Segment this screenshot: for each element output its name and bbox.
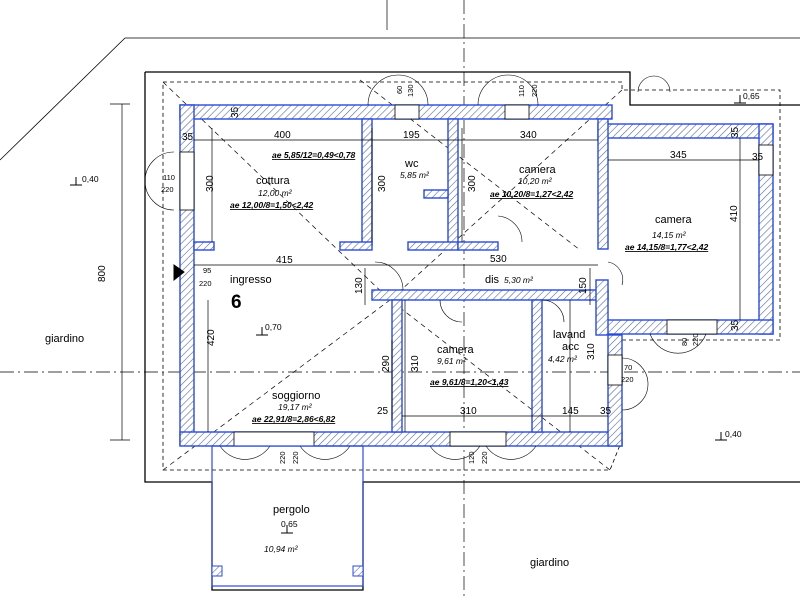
room-camera1-area: 10,20 m² [518, 176, 553, 186]
room-pergolo-area: 10,94 m² [264, 544, 299, 554]
wall-annex-north [597, 123, 774, 139]
dim-300-c: 300 [467, 175, 478, 192]
dim-310-c: 310 [460, 406, 477, 417]
opening-220-c: 220 [530, 84, 539, 97]
wall-wc-south [407, 241, 459, 251]
room-camera1-name: camera [519, 164, 557, 176]
level-ne: 0,65 [743, 91, 760, 101]
wall-camera-south [457, 241, 499, 251]
dim-35-e: 35 [730, 319, 741, 331]
room-soggiorno-area: 19,17 m² [278, 402, 313, 412]
level-se: 0,40 [725, 429, 742, 439]
level-nw: 0,40 [82, 174, 99, 184]
dim-530: 530 [490, 254, 507, 265]
dim-145: 145 [562, 406, 579, 417]
room-soggiorno-ae: ae 22,91/8=2,86<6,82 [252, 414, 335, 424]
dim-150: 150 [578, 277, 589, 294]
room-soggiorno-name: soggiorno [272, 390, 320, 402]
room-lavand-name2: acc [562, 341, 580, 353]
room-dis-name: dis [485, 274, 500, 286]
room-camera2-name: camera [655, 214, 693, 226]
opening-220-a: 220 [161, 185, 174, 194]
room-wc-area: 5,85 m² [400, 170, 430, 180]
level-ingresso: 0,70 [265, 322, 282, 332]
opening-220-f: 220 [278, 451, 287, 464]
opening-110: 110 [163, 173, 175, 182]
opening-80: 80 [680, 338, 689, 346]
opening-110-b: 110 [517, 85, 526, 97]
dim-35-b: 35 [230, 106, 241, 118]
room-pergolo-name: pergolo [273, 504, 310, 516]
opening-220-d: 220 [691, 333, 700, 346]
dim-340: 340 [520, 130, 537, 141]
opening-220-e: 220 [621, 375, 634, 384]
dim-35-d: 35 [730, 126, 741, 138]
wall-cottura-wc [361, 118, 373, 246]
dim-345: 345 [670, 150, 687, 161]
room-camera3-name: camera [437, 344, 475, 356]
dim-400: 400 [274, 130, 291, 141]
dimension-lines [110, 103, 759, 441]
opening-60: 60 [395, 86, 404, 94]
dim-25: 25 [377, 406, 389, 417]
room-dis-area: 5,30 m² [504, 275, 534, 285]
room-cottura-area: 12,00 m² [258, 188, 293, 198]
wall-camera3-east [531, 299, 543, 433]
room-wc-name: wc [404, 158, 419, 170]
room-cottura-ae: ae 12,00/8=1,50<2,42 [230, 200, 313, 210]
dim-35-f: 35 [600, 406, 612, 417]
dim-410: 410 [729, 205, 740, 222]
dim-310-a: 310 [410, 355, 421, 372]
wall-annex-west [597, 118, 609, 250]
wall-soggiorno-east [391, 299, 403, 433]
wall-cottura-south [193, 241, 215, 251]
windows [179, 104, 774, 447]
opening-220-g: 220 [291, 451, 300, 464]
room-cottura-ae-top: ae 5,85/12=0,49<0,78 [272, 150, 355, 160]
dim-130: 130 [354, 277, 365, 294]
room-camera2-area: 14,15 m² [652, 230, 687, 240]
opening-220-h: 220 [480, 451, 489, 464]
site-boundary [0, 37, 800, 161]
room-lavand-name: lavand [553, 329, 585, 341]
room-camera3-area: 9,61 m² [437, 356, 467, 366]
dim-415: 415 [276, 255, 293, 266]
dim-35-a: 35 [182, 132, 194, 143]
opening-95: 95 [203, 266, 211, 275]
garden-left: giardino [45, 333, 84, 345]
wall-lavand-east [595, 279, 609, 336]
wall-east-lower [607, 334, 623, 447]
room-lavand-area: 4,42 m² [548, 354, 578, 364]
garden-bottom: giardino [530, 557, 569, 569]
dim-310-b: 310 [586, 343, 597, 360]
wall-wc-shaft [423, 189, 449, 199]
pergolo-frame [211, 445, 364, 587]
outer-boundary-top [145, 71, 800, 106]
dim-300-a: 300 [205, 175, 216, 192]
dashed-perimeter [162, 81, 781, 471]
opening-220-b: 220 [199, 279, 212, 288]
room-ingresso-name: ingresso [230, 274, 272, 286]
dim-290: 290 [381, 355, 392, 372]
opening-70: 70 [624, 363, 632, 372]
room-pergolo-level: 0,65 [281, 519, 298, 529]
room-camera2-ae: ae 14,15/8=1,77<2,42 [625, 242, 708, 252]
room-ingresso-number: 6 [231, 292, 242, 313]
dim-35-c: 35 [752, 152, 764, 163]
room-cottura-name: cottura [256, 175, 291, 187]
dim-300-b: 300 [377, 175, 388, 192]
room-camera1-ae: ae 10,20/8=1,27<2,42 [490, 189, 573, 199]
level-marks [70, 95, 746, 534]
dim-420: 420 [206, 329, 217, 346]
opening-120: 120 [467, 451, 476, 464]
wall-corridor-south [371, 289, 609, 301]
opening-130: 130 [406, 84, 415, 97]
dim-800: 800 [97, 265, 108, 282]
wall-cottura-south-2 [339, 241, 373, 251]
dim-195: 195 [403, 130, 420, 141]
room-camera3-ae: ae 9,61/8=1,20<1,43 [430, 377, 509, 387]
door-swings [144, 74, 707, 460]
wall-wc-camera [447, 118, 459, 246]
